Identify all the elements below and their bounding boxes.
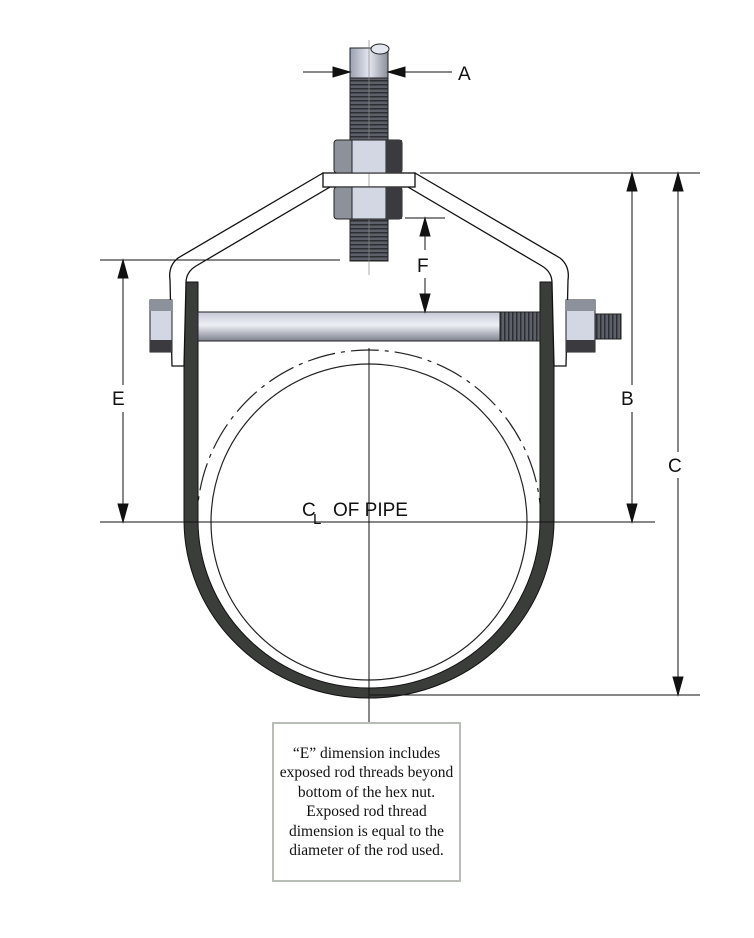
hex-nut-lower (333, 186, 403, 220)
dimension-label-b: B (621, 389, 634, 410)
dimension-label-a: A (458, 64, 471, 85)
extension-lines (100, 172, 700, 722)
hex-nut-upper (333, 139, 403, 174)
centerline-symbol-l: L (313, 511, 321, 528)
dimension-label-e: E (112, 389, 125, 410)
centerline-symbol-c: C (302, 500, 316, 521)
hanger-rod (349, 40, 390, 275)
centerline-label: C L OF PIPE (302, 500, 408, 528)
dimension-label-f: F (417, 256, 429, 277)
dimension-arrows (117, 66, 684, 697)
cross-bolt (149, 299, 622, 353)
centerline-text: OF PIPE (333, 500, 408, 521)
note-text: “E” dimension includes exposed rod threa… (279, 744, 454, 860)
dimension-label-c: C (668, 456, 682, 477)
note-box: “E” dimension includes exposed rod threa… (272, 722, 461, 882)
